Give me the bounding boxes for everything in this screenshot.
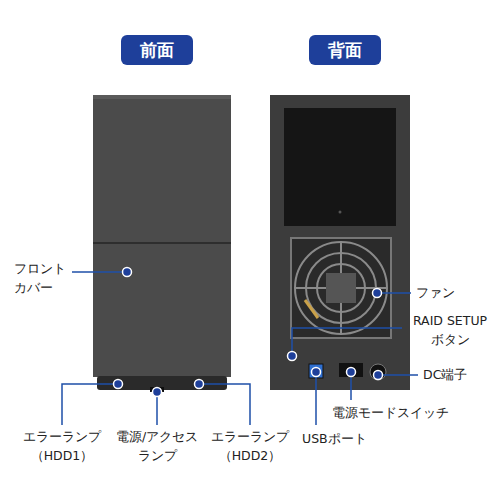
back-unit <box>270 95 410 390</box>
callout-label: 電源モードスイッチ <box>332 404 472 423</box>
callout-label: 電源/アクセス ランプ <box>110 428 204 466</box>
front-body <box>93 95 231 377</box>
back-body <box>270 95 410 390</box>
callout-label: フロント カバー <box>14 260 70 298</box>
callout-dot <box>195 380 204 389</box>
fan-hub <box>326 273 356 303</box>
callout-label: DC端子 <box>423 366 489 385</box>
callout-label: エラーランプ （HDD1） <box>16 428 108 466</box>
leader-line <box>292 328 402 356</box>
screw <box>339 211 342 214</box>
fan-frame <box>291 238 391 338</box>
view-badge: 前面 <box>121 35 193 65</box>
error-lamp <box>113 379 123 389</box>
callout-label: エラーランプ （HDD2） <box>204 428 296 466</box>
callout-label: USBポート <box>302 430 392 449</box>
callout-dot <box>347 368 356 377</box>
callout-dot <box>114 380 123 389</box>
callout-dot <box>373 289 382 298</box>
callout-dot <box>374 371 383 380</box>
usb-port <box>309 364 323 378</box>
leader-line <box>72 271 125 273</box>
callout-dot <box>123 268 132 277</box>
callout-dots <box>114 268 383 397</box>
back-vent <box>284 108 396 226</box>
view-title: 背面 <box>328 39 362 62</box>
leader-line <box>199 384 250 425</box>
callout-dot <box>153 388 162 397</box>
leader-lines <box>62 272 418 425</box>
power-switch <box>339 363 363 377</box>
fan-wire <box>305 300 318 318</box>
leader-line <box>315 372 317 425</box>
front-unit <box>93 95 231 392</box>
callout-dot <box>312 368 321 377</box>
callout-label: ファン <box>416 284 476 303</box>
callout-dot <box>288 352 297 361</box>
leader-line <box>62 384 118 425</box>
view-title: 前面 <box>140 39 174 62</box>
fan-grille <box>295 242 387 334</box>
front-seam <box>93 242 231 244</box>
view-badge: 背面 <box>309 35 381 65</box>
front-top-edge <box>93 95 231 99</box>
callout-label: RAID SETUP ボタン <box>405 312 495 350</box>
dc-jack <box>370 364 386 380</box>
error-lamp <box>194 379 204 389</box>
leader-line <box>378 374 418 376</box>
